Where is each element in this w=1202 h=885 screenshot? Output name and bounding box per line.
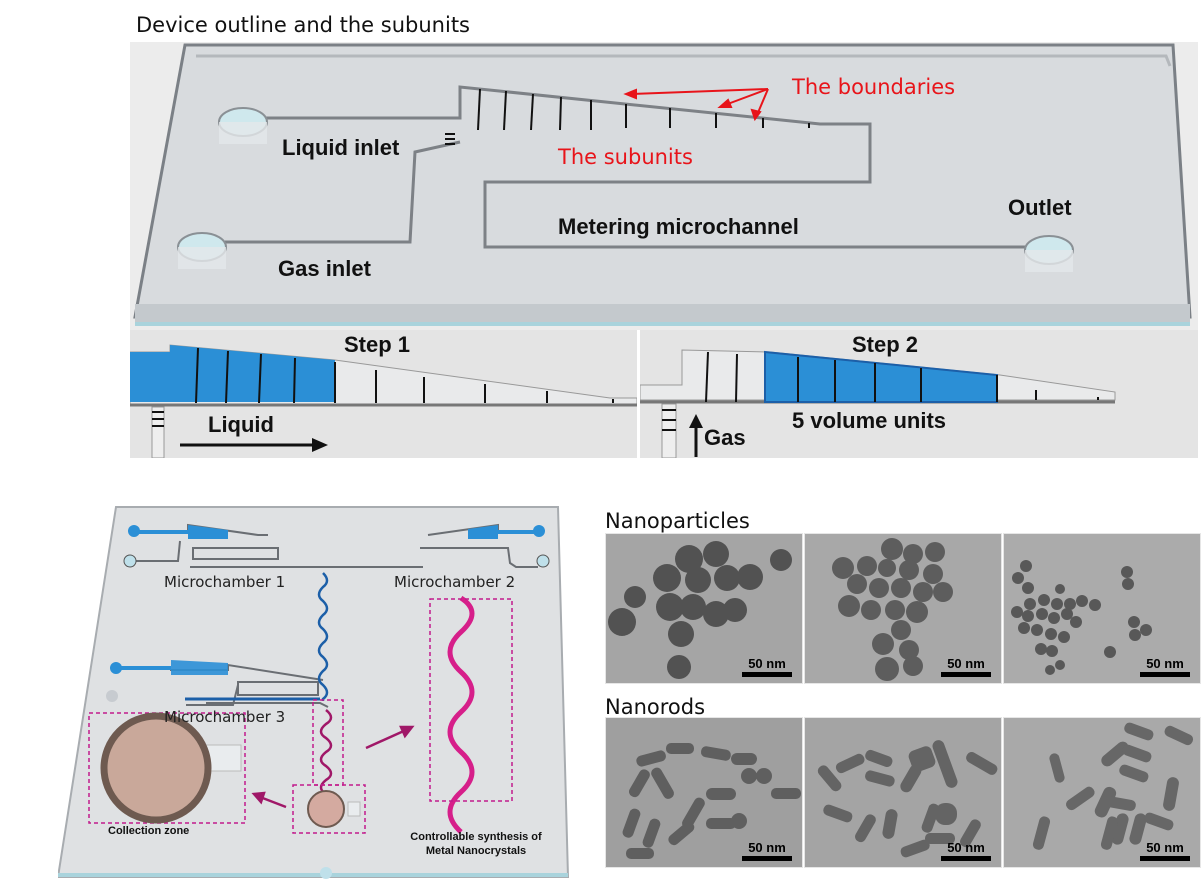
inlet-wells xyxy=(177,107,1074,272)
section-title-device: Device outline and the subunits xyxy=(136,13,470,37)
metering-channel xyxy=(255,85,1025,249)
gas-arrow-label: Gas xyxy=(704,425,746,450)
right-arrow-icon xyxy=(180,438,328,452)
collection-zone-small xyxy=(307,790,345,828)
device-svg xyxy=(133,43,1192,326)
step-1-panel: Step 1 Liquid xyxy=(129,330,638,459)
slab-edge xyxy=(135,304,1190,325)
boundaries-annotation: The boundaries xyxy=(792,75,956,99)
chip-svg xyxy=(56,506,570,879)
nanorods-title: Nanorods xyxy=(605,695,706,719)
scale-bar: 50 nm xyxy=(941,657,991,677)
highlight-boxes xyxy=(88,598,513,834)
rods-2-svg xyxy=(805,718,1001,867)
step-2-caption: 5 volume units xyxy=(792,408,947,433)
boundary-arrows xyxy=(623,88,769,122)
step-1-caption: Liquid xyxy=(208,412,274,437)
synthesis-label: Controllable synthesis of Metal Nanocrys… xyxy=(391,830,561,858)
step-2-title: Step 2 xyxy=(852,332,919,357)
particles-3-svg xyxy=(1004,534,1200,683)
synthesis-channel xyxy=(319,709,333,796)
step-1-title: Step 1 xyxy=(344,332,411,357)
device-illustration: Liquid inlet Gas inlet Outlet Metering m… xyxy=(130,42,1198,330)
tem-nanorods-1: 50 nm xyxy=(605,717,803,868)
scale-bar: 50 nm xyxy=(1140,841,1190,861)
synthesis-channel-zoom xyxy=(447,595,475,834)
collection-zone-large xyxy=(100,712,212,824)
scale-bar: 50 nm xyxy=(742,841,792,861)
liquid-inlet-label: Liquid inlet xyxy=(282,135,400,160)
liquid-fill xyxy=(130,345,335,402)
channels xyxy=(225,85,1025,249)
tem-nanorods-2: 50 nm xyxy=(804,717,1002,868)
outlet-label: Outlet xyxy=(1008,195,1072,220)
tem-nanoparticles-3: 50 nm xyxy=(1003,533,1201,684)
tem-nanoparticles-2: 50 nm xyxy=(804,533,1002,684)
scale-bar: 50 nm xyxy=(742,657,792,677)
step-1-svg xyxy=(129,344,638,459)
microchamber-2-label: Microchamber 2 xyxy=(394,573,516,591)
synthesis-label-line1: Controllable synthesis of xyxy=(410,831,542,843)
microchamber-1-label: Microchamber 1 xyxy=(164,573,286,591)
rods-1-svg xyxy=(606,718,802,867)
tem-nanoparticles-1: 50 nm xyxy=(605,533,803,684)
microchamber-3-label: Microchamber 3 xyxy=(164,708,286,726)
scale-bar: 50 nm xyxy=(1140,657,1190,677)
nanoparticles-title: Nanoparticles xyxy=(605,509,750,533)
subunit-boundaries xyxy=(477,88,810,131)
slab-base xyxy=(135,322,1190,326)
gas-inlet-label: Gas inlet xyxy=(278,256,371,281)
step-2-panel: Step 2 5 volume units Gas xyxy=(639,330,1198,459)
chip-illustration: Microchamber 1 Microchamber 2 Microchamb… xyxy=(56,505,570,881)
step-2-svg xyxy=(639,349,1116,459)
particles-1-svg xyxy=(606,534,802,683)
collection-zone-label: Collection zone xyxy=(108,825,190,837)
gas-channel xyxy=(225,140,461,244)
rods-3-svg xyxy=(1004,718,1200,867)
tem-nanorods-3: 50 nm xyxy=(1003,717,1201,868)
subunits-annotation: The subunits xyxy=(558,145,693,169)
synthesis-label-line2: Metal Nanocrystals xyxy=(425,845,527,857)
particles-2-svg xyxy=(805,534,1001,683)
metering-microchannel-label: Metering microchannel xyxy=(558,214,799,239)
scale-bar: 50 nm xyxy=(941,841,991,861)
mixing-channel xyxy=(317,572,329,701)
gas-pushed-liquid-fill xyxy=(764,350,998,403)
up-arrow-icon xyxy=(689,414,703,457)
